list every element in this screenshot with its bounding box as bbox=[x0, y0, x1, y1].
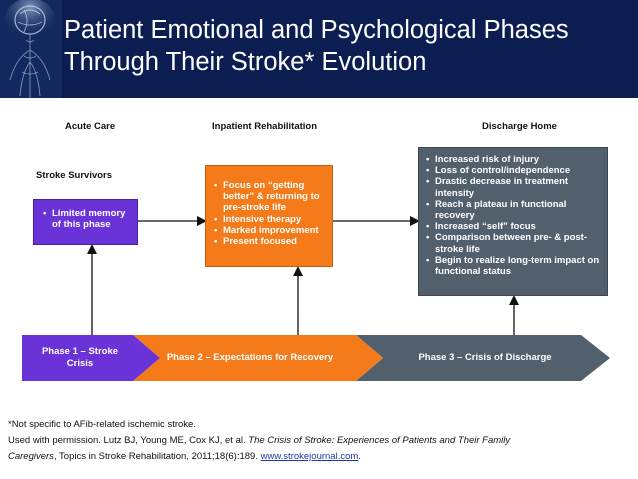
rehab-item: Marked improvement bbox=[214, 225, 326, 236]
citation-text: Used with permission. Lutz BJ, Young ME,… bbox=[8, 435, 249, 446]
discharge-box: Increased risk of injury Loss of control… bbox=[418, 147, 608, 296]
footnote-line-3: Caregivers, Topics in Stroke Rehabilitat… bbox=[8, 449, 632, 465]
discharge-item: Begin to realize long-term impact on fun… bbox=[426, 255, 601, 277]
column-heading-inpatient-rehabilitation: Inpatient Rehabilitation bbox=[212, 121, 318, 132]
rehab-item: Intensive therapy bbox=[214, 214, 326, 225]
title-line-1: Patient Emotional and Psychological Phas… bbox=[64, 16, 569, 44]
row-label-stroke-survivors: Stroke Survivors bbox=[36, 170, 113, 181]
page-title: Patient Emotional and Psychological Phas… bbox=[64, 14, 632, 78]
anatomy-illustration-icon bbox=[0, 0, 62, 98]
footnote-line-1: *Not specific to AFib-related ischemic s… bbox=[8, 419, 196, 430]
header-band: Patient Emotional and Psychological Phas… bbox=[0, 0, 638, 98]
discharge-item: Drastic decrease in treatment intensity bbox=[426, 176, 601, 198]
footnote: *Not specific to AFib-related ischemic s… bbox=[8, 417, 632, 465]
column-heading-acute-care: Acute Care bbox=[65, 121, 116, 132]
discharge-item: Loss of control/independence bbox=[426, 165, 601, 176]
discharge-item: Reach a plateau in functional recovery bbox=[426, 199, 601, 221]
acute-item: Limited memory of this phase bbox=[43, 208, 131, 230]
rehab-item: Focus on “getting better” & returning to… bbox=[214, 180, 326, 214]
title-line-2: Through Their Stroke* Evolution bbox=[64, 48, 427, 76]
discharge-item: Increased “self” focus bbox=[426, 221, 601, 232]
rehab-box: Focus on “getting better” & returning to… bbox=[205, 165, 333, 267]
phase-2-label: Phase 2 – Expectations for Recovery bbox=[166, 352, 334, 363]
citation-journal: , Topics in Stroke Rehabilitation, 2011;… bbox=[53, 451, 261, 462]
rehab-item: Present focused bbox=[214, 236, 326, 247]
discharge-item: Comparison between pre- & post-stroke li… bbox=[426, 232, 601, 254]
citation-title-end: Caregivers bbox=[8, 451, 54, 462]
discharge-item: Increased risk of injury bbox=[426, 154, 601, 165]
phase-1-label: Phase 1 – Stroke Crisis bbox=[41, 346, 119, 369]
citation-title: The Crisis of Stroke: Experiences of Pat… bbox=[248, 435, 511, 446]
acute-care-box: Limited memory of this phase bbox=[33, 199, 138, 245]
citation-period: . bbox=[358, 451, 361, 462]
footnote-line-2: Used with permission. Lutz BJ, Young ME,… bbox=[8, 433, 632, 449]
column-heading-discharge-home: Discharge Home bbox=[482, 121, 557, 132]
phase-3-label: Phase 3 – Crisis of Discharge bbox=[418, 352, 552, 363]
strokejournal-link[interactable]: www.strokejournal.com bbox=[260, 451, 359, 462]
